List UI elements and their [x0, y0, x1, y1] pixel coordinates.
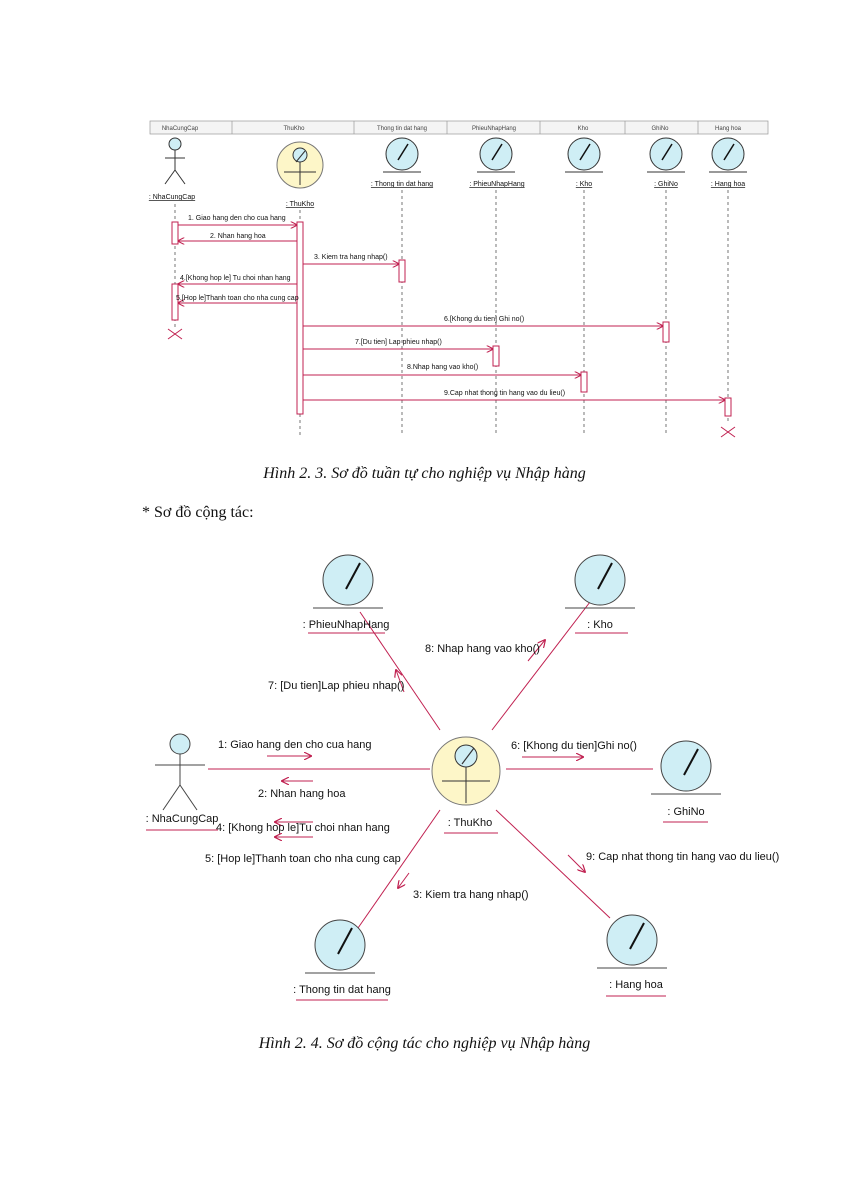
object-label: : Hang hoa: [609, 979, 664, 991]
lifeline-label: : GhiNo: [654, 181, 678, 188]
messages: [178, 225, 725, 400]
header-cell: PhieuNhapHang: [472, 126, 516, 132]
header-cell: Hang hoa: [715, 126, 742, 132]
control-icon: [431, 736, 501, 806]
message-label: 8: Nhap hang vao kho(): [425, 643, 540, 655]
message-label: 7.[Du tien] Lap phieu nhap(): [355, 339, 442, 346]
lifeline-label: : NhaCungCap: [149, 194, 195, 201]
entity-icon: [565, 137, 603, 173]
lifeline-label: : Hang hoa: [711, 181, 745, 188]
actor-icon: [155, 733, 205, 811]
message-label: 7: [Du tien]Lap phieu nhap(): [268, 680, 404, 692]
message-label: 4.[Khong hop le] Tu choi nhan hang: [180, 275, 291, 282]
object-label: : NhaCungCap: [146, 813, 219, 825]
message-arrows: [267, 640, 585, 888]
object-label: : PhieuNhapHang: [303, 619, 390, 631]
object-label: : GhiNo: [667, 806, 704, 818]
header-cell: ThuKho: [283, 126, 305, 132]
message-label: 1. Giao hang den cho cua hang: [188, 215, 286, 222]
entity-icon: [313, 554, 383, 609]
object-label: : Kho: [587, 619, 613, 631]
links: [208, 601, 653, 929]
collaboration-caption: Hình 2. 4. Sơ đồ cộng tác cho nghiệp vụ …: [258, 1035, 591, 1052]
message-label: 5.[Hop le]Thanh toan cho nha cung cap: [176, 295, 299, 302]
message-label: 2: Nhan hang hoa: [258, 788, 346, 800]
actor-icon: [164, 137, 186, 185]
collab-message-labels: 1: Giao hang den cho cua hang 2: Nhan ha…: [205, 643, 779, 901]
message-label: 6: [Khong du tien]Ghi no(): [511, 740, 637, 752]
header-cell: Thong tin dat hang: [377, 126, 427, 132]
message-label: 6.[Khong du tien] Ghi no(): [444, 316, 524, 323]
entity-icon: [597, 914, 667, 969]
sequence-caption: Hình 2. 3. Sơ đồ tuần tự cho nghiệp vụ N…: [263, 465, 586, 482]
sequence-header: NhaCungCap ThuKho Thong tin dat hang Phi…: [149, 120, 769, 135]
entity-icon: [305, 919, 375, 974]
destroy-icon: [167, 328, 736, 438]
message-labels: 1. Giao hang den cho cua hang 2. Nhan ha…: [176, 215, 565, 397]
message-label: 3: Kiem tra hang nhap(): [413, 889, 529, 901]
entity-icon: [477, 137, 515, 173]
lifeline-label: : PhieuNhapHang: [469, 181, 524, 188]
lifeline-label: : Thong tin dat hang: [371, 181, 433, 188]
message-label: 2. Nhan hang hoa: [210, 233, 266, 240]
message-label: 4: [Khong hop le]Tu choi nhan hang: [216, 822, 390, 834]
lifelines: [174, 190, 729, 436]
header-cell: Kho: [578, 126, 589, 132]
message-label: 3. Kiem tra hang nhap(): [314, 254, 388, 261]
entity-icon: [383, 137, 421, 173]
entity-icon: [565, 554, 635, 609]
message-label: 1: Giao hang den cho cua hang: [218, 739, 372, 751]
object-label: : Thong tin dat hang: [293, 984, 391, 996]
message-label: 9: Cap nhat thong tin hang vao du lieu(): [586, 851, 779, 863]
header-cell: NhaCungCap: [162, 126, 199, 132]
lifeline-label: : Kho: [576, 181, 592, 188]
section-intro: * Sơ đồ cộng tác:: [142, 504, 254, 521]
sequence-diagram: NhaCungCap ThuKho Thong tin dat hang Phi…: [149, 120, 769, 438]
message-label: 9.Cap nhat thong tin hang vao du lieu(): [444, 390, 565, 397]
entity-icon: [709, 137, 747, 173]
message-label: 8.Nhap hang vao kho(): [407, 364, 478, 371]
entity-icon: [647, 137, 685, 173]
lifeline-label: : ThuKho: [286, 201, 314, 208]
message-label: 5: [Hop le]Thanh toan cho nha cung cap: [205, 853, 401, 865]
control-icon: [276, 141, 324, 189]
entity-icon: [651, 740, 721, 795]
header-cell: GhiNo: [651, 126, 669, 132]
object-label: : ThuKho: [448, 817, 492, 829]
